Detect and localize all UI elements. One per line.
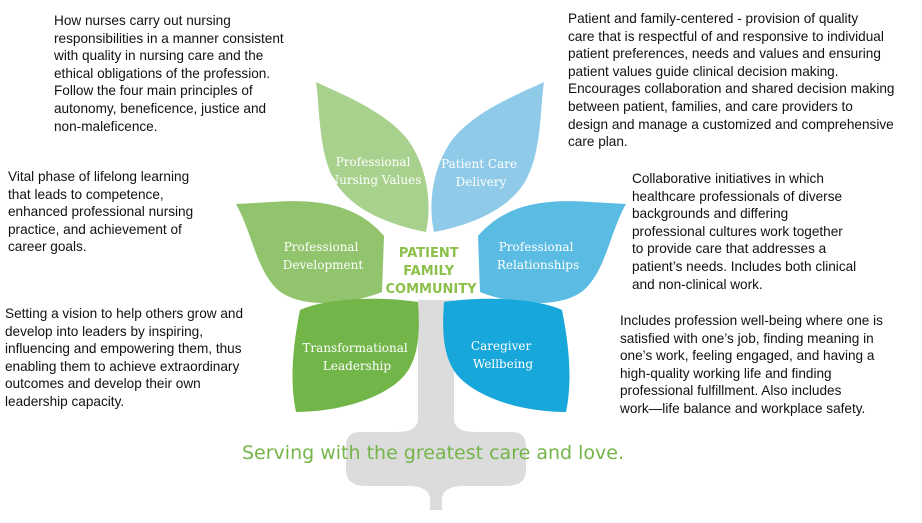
center-label-line1: PATIENT (399, 246, 459, 261)
patient-care-delivery-label-line1: Patient Care (441, 157, 517, 171)
petal-professional-nursing-values (316, 82, 429, 232)
caregiver-wellbeing-label-line1: Caregiver (471, 339, 532, 353)
transformational-leadership-label-line2: Leadership (323, 359, 391, 373)
caregiver-wellbeing-description: Includes profession well-being where one… (620, 313, 883, 416)
professional-development-label-line2: Development (283, 258, 364, 272)
professional-development-description: Vital phase of lifelong learning that le… (8, 169, 194, 255)
petal-professional-development (236, 201, 384, 304)
patient-care-delivery-label-line2: Delivery (456, 175, 507, 189)
professional-relationships-label-line1: Professional (499, 240, 574, 254)
petal-caregiver-wellbeing (443, 298, 570, 412)
petal-transformational-leadership (292, 298, 419, 412)
petal-professional-relationships (478, 201, 626, 304)
professional-development-label-line1: Professional (284, 240, 359, 254)
center-label: PATIENT FAMILY COMMUNITY (385, 246, 477, 297)
transformational-leadership-description: Setting a vision to help others grow and… (5, 306, 244, 409)
stem (346, 300, 526, 510)
professional-nursing-values-description: How nurses carry out nursing responsibil… (54, 13, 284, 134)
transformational-leadership-label-line1: Transformational (302, 341, 407, 355)
patient-care-delivery-label: Patient Care Delivery (441, 157, 521, 189)
petal-patient-care-delivery (431, 82, 544, 232)
center-label-line2: FAMILY (403, 264, 454, 279)
patient-care-delivery-description: Patient and family-centered - provision … (568, 11, 895, 150)
nursing-values-label: Professional Nursing Values (329, 155, 422, 187)
nursing-values-label-line1: Professional (336, 155, 411, 169)
caregiver-wellbeing-label: Caregiver Wellbeing (471, 339, 535, 371)
transformational-leadership-label: Transformational Leadership (302, 341, 411, 373)
professional-development-label: Professional Development (283, 240, 364, 272)
caregiver-wellbeing-label-line2: Wellbeing (473, 357, 533, 371)
professional-relationships-label: Professional Relationships (497, 240, 579, 272)
professional-relationships-label-line2: Relationships (497, 258, 579, 272)
tagline: Serving with the greatest care and love. (242, 442, 624, 464)
nursing-values-label-line2: Nursing Values (329, 173, 422, 187)
professional-relationships-description: Collaborative initiatives in which healt… (632, 171, 857, 292)
center-label-line3: COMMUNITY (385, 282, 477, 297)
